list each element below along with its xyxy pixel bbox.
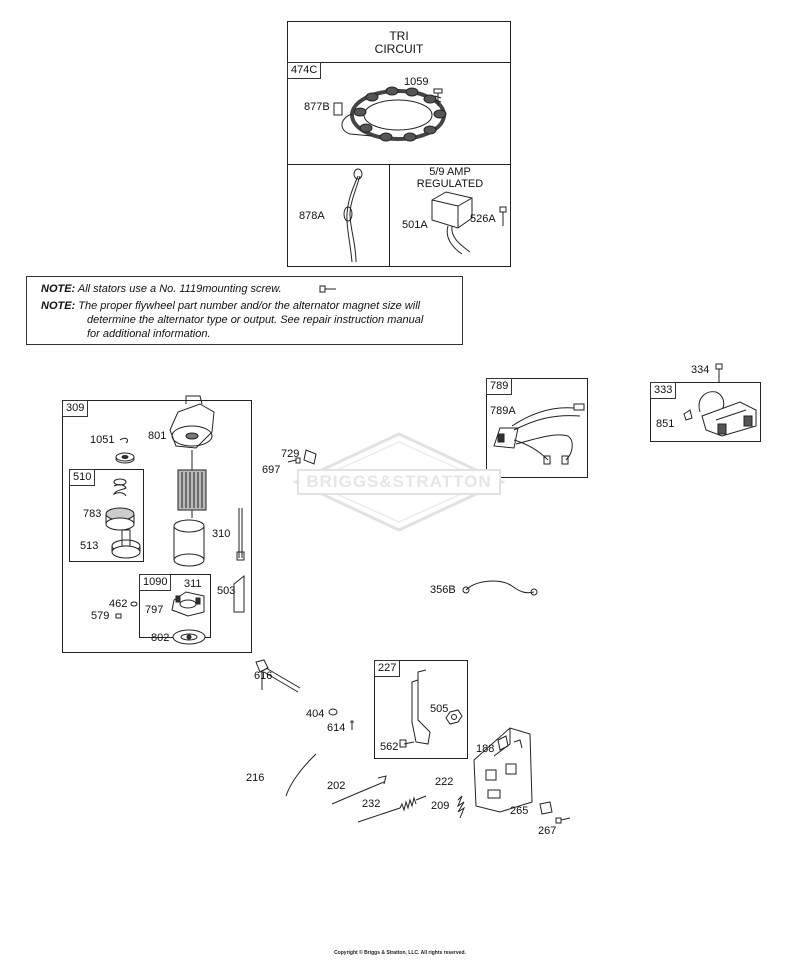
group-tag-1090[interactable]: 1090 <box>139 574 172 591</box>
part-label-513[interactable]: 513 <box>80 540 99 552</box>
motor-housing-310-drawing <box>173 519 205 567</box>
part-label-267[interactable]: 267 <box>538 825 557 837</box>
part-label-616[interactable]: 616 <box>254 670 273 682</box>
part-label-783[interactable]: 783 <box>83 508 102 520</box>
note-text-1: All stators use a No. 1119mounting screw… <box>77 283 282 295</box>
part-label-729[interactable]: 729 <box>281 448 300 460</box>
regulator-501a-drawing <box>431 191 473 255</box>
drive-subframe <box>69 469 144 562</box>
note-text-4: for additional information. <box>87 328 211 340</box>
part-label-614[interactable]: 614 <box>327 722 346 734</box>
part-label-1051[interactable]: 1051 <box>90 434 115 446</box>
part-label-801[interactable]: 801 <box>148 430 167 442</box>
group-tag-510[interactable]: 510 <box>69 469 96 486</box>
clip-265-drawing <box>539 801 553 815</box>
group-tag-789[interactable]: 789 <box>486 378 513 395</box>
ignition-333-frame <box>650 382 761 442</box>
part-label-209[interactable]: 209 <box>431 800 450 812</box>
governor-lever-drawing <box>399 669 431 748</box>
starter-frame <box>62 400 252 653</box>
part-label-334[interactable]: 334 <box>691 364 710 376</box>
part-label-356b[interactable]: 356B <box>430 584 456 596</box>
part-label-462[interactable]: 462 <box>109 598 128 610</box>
part-label-503[interactable]: 503 <box>217 585 236 597</box>
regulator-title: 5/9 AMP REGULATED <box>389 166 511 190</box>
note-screw-drawing <box>319 285 336 293</box>
tri-circuit-title-line2: CIRCUIT <box>374 42 424 56</box>
part-label-562[interactable]: 562 <box>380 741 399 753</box>
spring-209-drawing <box>456 795 466 819</box>
harness-878a-drawing <box>343 168 363 263</box>
part-label-501a[interactable]: 501A <box>402 219 428 231</box>
harness-789-frame <box>486 378 588 478</box>
group-tag-309[interactable]: 309 <box>62 400 89 417</box>
note-box: NOTE: All stators use a No. 1119mounting… <box>26 276 463 345</box>
spring-232-drawing <box>357 795 427 823</box>
brush-holder-797-drawing <box>171 591 205 617</box>
part-label-802[interactable]: 802 <box>151 632 170 644</box>
rod-616-drawing <box>255 659 301 693</box>
copyright-notice: Copyright © Briggs & Stratton, LLC. All … <box>334 950 466 956</box>
regulator-title-line2: REGULATED <box>416 178 484 190</box>
part-label-697[interactable]: 697 <box>262 464 281 476</box>
governor-227-frame <box>374 660 468 759</box>
part-label-1059[interactable]: 1059 <box>404 76 429 88</box>
rod-202-drawing <box>331 781 385 805</box>
harness-789a-drawing <box>493 403 585 465</box>
group-tag-474c[interactable]: 474C <box>287 62 322 79</box>
armature-drawing <box>177 450 207 518</box>
part-label-851[interactable]: 851 <box>656 418 675 430</box>
end-cap-801-drawing <box>169 395 215 449</box>
link-216-drawing <box>285 753 317 797</box>
brand-watermark: BRIGGS&STRATTON <box>292 432 506 532</box>
note-line-2: NOTE: The proper flywheel part number an… <box>41 300 420 313</box>
part-label-789a[interactable]: 789A <box>490 405 516 417</box>
group-tag-227[interactable]: 227 <box>374 660 401 677</box>
part-label-311[interactable]: 311 <box>184 578 202 590</box>
part-label-404[interactable]: 404 <box>306 708 325 720</box>
note-line-1: NOTE: All stators use a No. 1119mounting… <box>41 283 282 296</box>
ignition-coil-drawing <box>683 391 757 437</box>
part-label-216[interactable]: 216 <box>246 772 265 784</box>
screw-1059-drawing <box>433 88 443 106</box>
part-label-526a[interactable]: 526A <box>470 213 496 225</box>
part-label-202[interactable]: 202 <box>327 780 346 792</box>
part-label-232[interactable]: 232 <box>362 798 381 810</box>
watermark-text: BRIGGS&STRATTON <box>306 472 492 491</box>
screw-526a-drawing <box>499 206 507 226</box>
tri-circuit-title: TRI CIRCUIT <box>287 30 511 56</box>
part-label-265[interactable]: 265 <box>510 805 529 817</box>
part-label-797[interactable]: 797 <box>145 604 164 616</box>
part-label-505[interactable]: 505 <box>430 703 449 715</box>
tri-circuit-frame <box>287 21 511 267</box>
part-label-310[interactable]: 310 <box>212 528 231 540</box>
note-keyword-1: NOTE: <box>41 283 76 295</box>
tri-circuit-title-line1: TRI <box>389 29 409 43</box>
note-keyword-2: NOTE: <box>41 300 76 312</box>
part-label-878a[interactable]: 878A <box>299 210 325 222</box>
regulator-title-line1: 5/9 AMP <box>429 166 471 178</box>
part-label-188[interactable]: 188 <box>476 743 495 755</box>
part-label-877b[interactable]: 877B <box>304 101 330 113</box>
lead-356b-drawing <box>462 580 538 596</box>
nut-505-drawing <box>445 709 463 725</box>
stator-877b-drawing <box>333 86 447 142</box>
note-text-2: The proper flywheel part number and/or t… <box>78 300 421 312</box>
part-label-222[interactable]: 222 <box>435 776 454 788</box>
control-bracket-drawing <box>473 727 533 813</box>
group-tag-333[interactable]: 333 <box>650 382 677 399</box>
part-label-579[interactable]: 579 <box>91 610 110 622</box>
note-text-3: determine the alternator type or output.… <box>87 314 424 326</box>
